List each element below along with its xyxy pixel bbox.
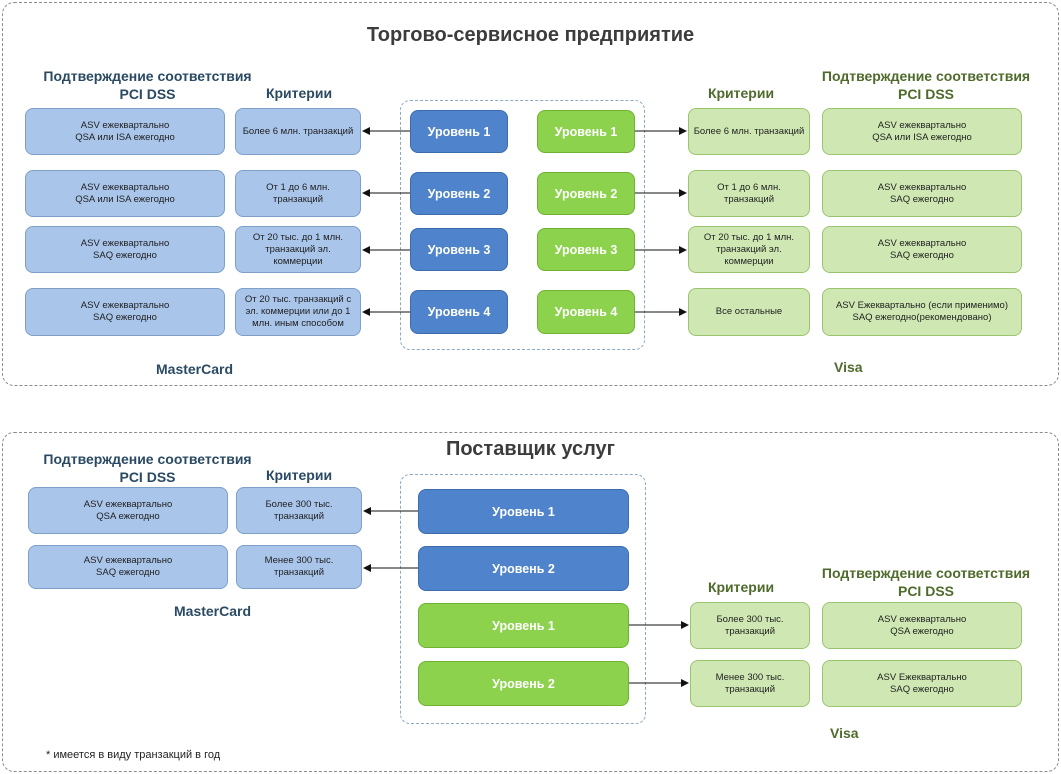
merchant-levels-group: [400, 100, 645, 350]
provider-title: Поставщик услуг: [445, 438, 616, 460]
merchant-visa-compliance-4: ASV Ежеквартально (если применимо)SAQ еж…: [822, 288, 1022, 336]
merchant-visa-level-3: Уровень 3: [537, 228, 635, 271]
provider-mc-criteria-header: Критерии: [265, 467, 333, 483]
provider-mc-level-1: Уровень 1: [418, 489, 629, 534]
merchant-visa-criteria-2: От 1 до 6 млн. транзакций: [688, 170, 810, 217]
provider-visa-criteria-2: Менее 300 тыс. транзакций: [690, 660, 810, 707]
provider-levels-group: [400, 474, 646, 724]
provider-visa-criteria-1: Более 300 тыс. транзакций: [690, 602, 810, 649]
provider-mc-compliance-header: Подтверждение соответствия PCI DSS: [43, 451, 252, 485]
merchant-visa-criteria-header: Критерии: [707, 85, 775, 101]
merchant-mastercard-label: MasterCard: [156, 361, 234, 377]
merchant-visa-criteria-3: От 20 тыс. до 1 млн. транзакций эл. комм…: [688, 226, 810, 273]
merchant-visa-label: Visa: [834, 359, 863, 375]
merchant-mc-criteria-4: От 20 тыс. транзакций с эл. коммерции ил…: [235, 288, 361, 336]
merchant-visa-level-2: Уровень 2: [537, 172, 635, 215]
merchant-mc-criteria-header: Критерии: [265, 85, 333, 101]
footnote: * имеется в виду транзакций в год: [46, 749, 221, 761]
provider-mc-criteria-1: Более 300 тыс. транзакций: [236, 487, 362, 534]
provider-visa-compliance-header: Подтверждение соответствия PCI DSS: [821, 565, 1031, 599]
merchant-mc-criteria-3: От 20 тыс. до 1 млн. транзакций эл. комм…: [235, 226, 361, 273]
merchant-mc-level-1: Уровень 1: [410, 110, 508, 153]
provider-panel: [2, 432, 1059, 772]
merchant-mc-criteria-2: От 1 до 6 млн. транзакций: [235, 170, 361, 217]
merchant-visa-criteria-1: Более 6 млн. транзакций: [688, 108, 810, 155]
provider-mc-level-2: Уровень 2: [418, 546, 629, 591]
provider-visa-label: Visa: [830, 725, 859, 741]
provider-visa-criteria-header: Критерии: [707, 579, 775, 595]
merchant-mc-criteria-1: Более 6 млн. транзакций: [235, 108, 361, 155]
merchant-mc-level-3: Уровень 3: [410, 228, 508, 271]
merchant-mc-level-4: Уровень 4: [410, 290, 508, 334]
provider-mastercard-label: MasterCard: [174, 603, 252, 619]
merchant-panel: [2, 2, 1059, 386]
merchant-visa-criteria-4: Все остальные: [688, 288, 810, 336]
provider-visa-level-2: Уровень 2: [418, 661, 629, 706]
merchant-visa-level-1: Уровень 1: [537, 110, 635, 153]
merchant-visa-compliance-header: Подтверждение соответствия PCI DSS: [821, 68, 1031, 102]
provider-visa-level-1: Уровень 1: [418, 603, 629, 648]
provider-mc-criteria-2: Менее 300 тыс. транзакций: [236, 545, 362, 589]
merchant-mc-compliance-header: Подтверждение соответствия PCI DSS: [43, 68, 252, 102]
merchant-visa-level-4: Уровень 4: [537, 290, 635, 334]
merchant-mc-level-2: Уровень 2: [410, 172, 508, 215]
merchant-title: Торгово-сервисное предприятие: [366, 24, 695, 46]
